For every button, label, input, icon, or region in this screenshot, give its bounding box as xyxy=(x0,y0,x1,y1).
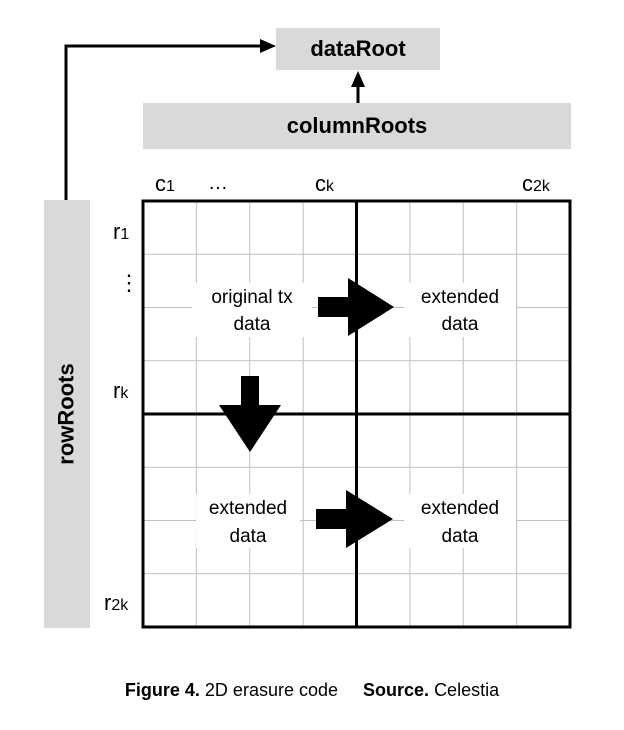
column-roots-box: columnRoots xyxy=(143,103,571,149)
row-label-ellipsis: ⋮ xyxy=(118,270,140,295)
bottom-right-text-line2: data xyxy=(442,526,479,547)
source-label: Source. xyxy=(363,680,430,700)
bottom-right-text-line1: extended xyxy=(421,498,499,519)
down-arrow xyxy=(219,376,281,452)
bottom-left-label-bg xyxy=(196,494,300,548)
source-name: Celestia xyxy=(434,680,500,700)
top-left-label-bg xyxy=(192,283,312,337)
top-right-text-line2: data xyxy=(442,314,479,335)
row-label-last: r2k xyxy=(104,590,129,615)
row-roots-box: rowRoots xyxy=(44,200,90,628)
top-right-text-line1: extended xyxy=(421,287,499,308)
row-roots-arrowhead xyxy=(260,39,276,53)
figure-title: 2D erasure code xyxy=(204,680,338,700)
column-label-kth: ck xyxy=(315,171,335,196)
bottom-left-text-line2: data xyxy=(230,526,267,547)
column-roots-label: columnRoots xyxy=(286,113,428,138)
top-right-label-bg xyxy=(404,283,516,337)
top-left-text-line1: original tx xyxy=(211,287,293,308)
bottom-left-text-line1: extended xyxy=(209,498,287,519)
column-roots-arrowhead xyxy=(351,71,365,87)
figure-caption: Figure 4. 2D erasure code Source. Celest… xyxy=(0,680,624,701)
row-roots-connector xyxy=(64,44,262,200)
row-label-first: r1 xyxy=(113,219,129,244)
data-root-label: dataRoot xyxy=(310,36,406,61)
bottom-right-label-bg xyxy=(404,494,516,548)
right-arrow-top xyxy=(318,278,394,336)
top-left-text-line2: data xyxy=(234,314,271,335)
row-label-kth: rk xyxy=(113,378,129,403)
column-label-last: c2k xyxy=(522,171,551,196)
erasure-code-diagram: original tx data extended data extended … xyxy=(64,39,572,629)
data-root-box: dataRoot xyxy=(276,28,440,70)
figure-number: Figure 4. xyxy=(124,680,200,700)
right-arrow-bottom xyxy=(316,490,393,548)
column-label-ellipsis: … xyxy=(208,172,228,194)
column-label-first: c1 xyxy=(155,171,175,196)
